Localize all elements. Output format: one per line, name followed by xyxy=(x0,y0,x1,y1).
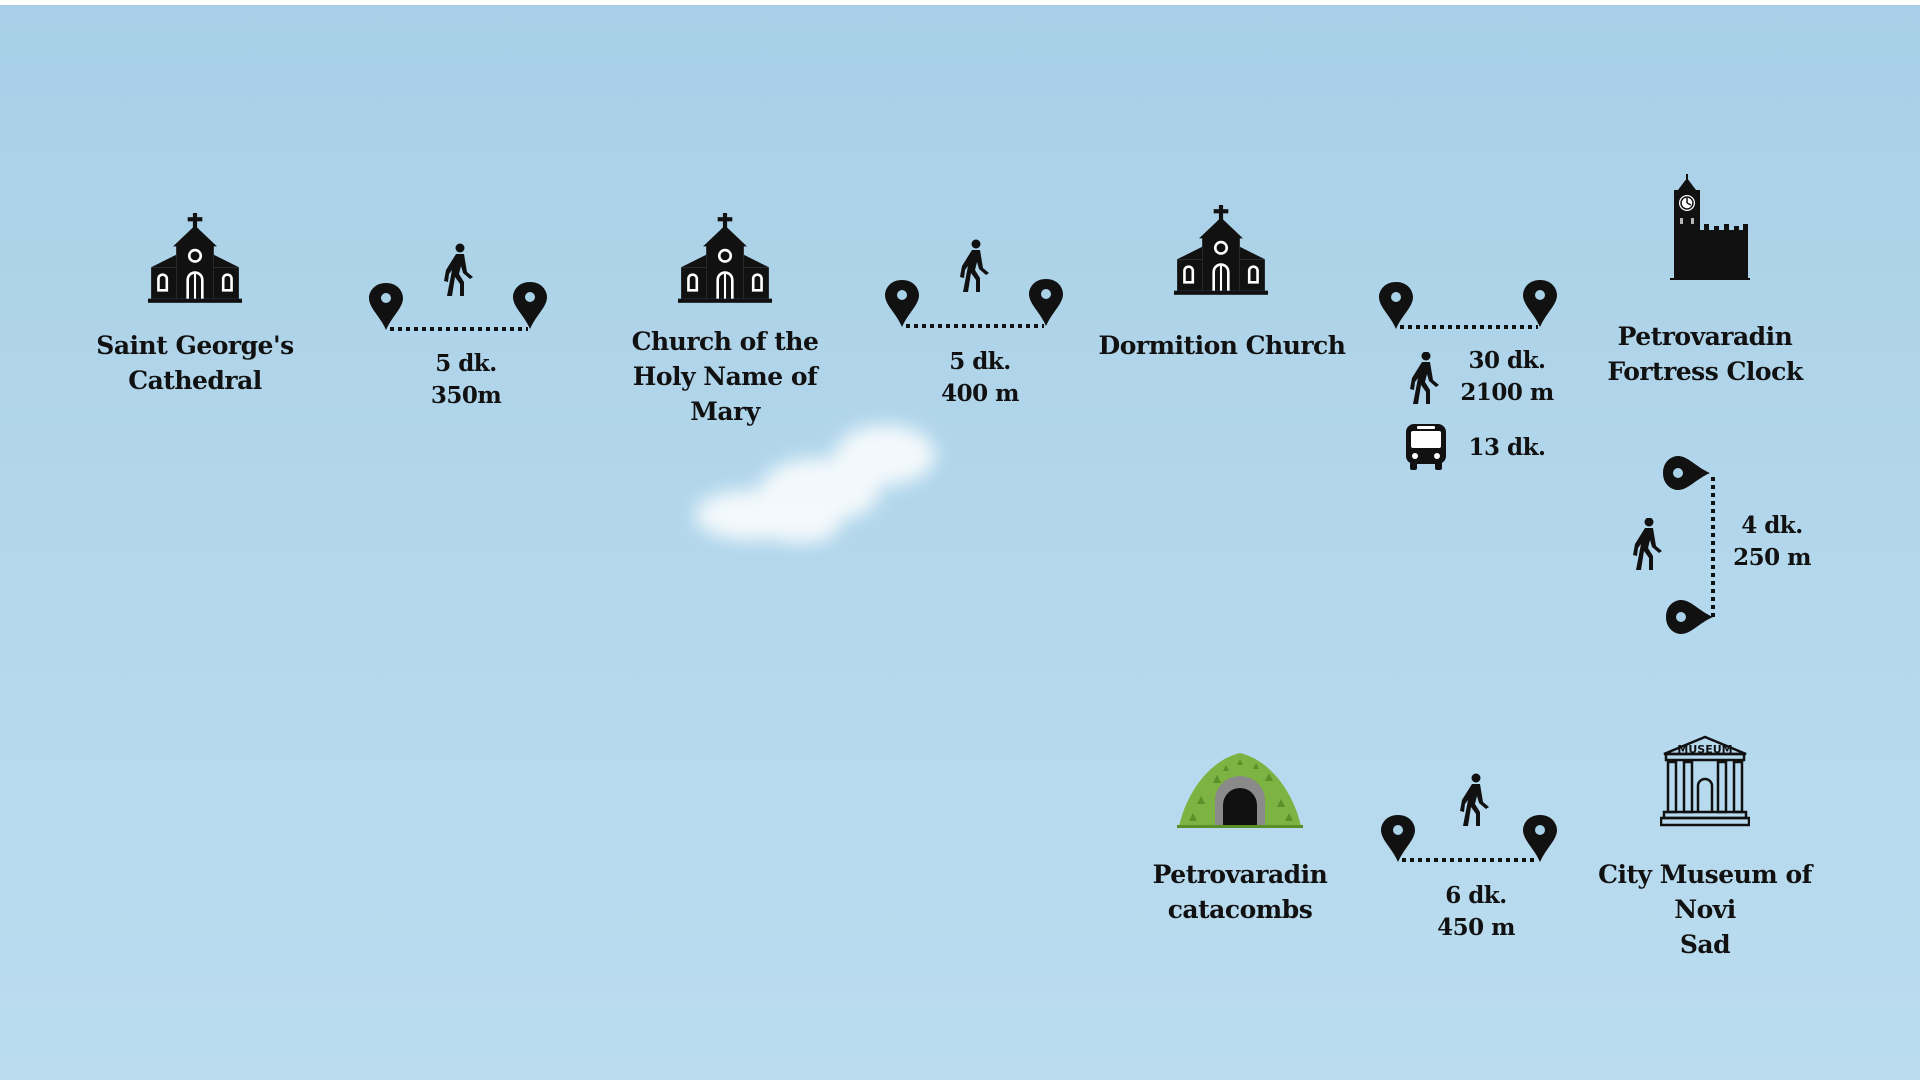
place-label-fortress-clock: Petrovaradin Fortress Clock xyxy=(1607,322,1803,386)
clock-tower-icon xyxy=(1670,174,1750,280)
route-3-pins xyxy=(1379,280,1557,329)
place-label-saint-george: Saint George's Cathedral xyxy=(96,331,294,395)
church-icon-holy-name xyxy=(678,213,772,303)
route-3-bus-time: 13 dk. xyxy=(1468,434,1546,461)
map-pin-icon xyxy=(1663,456,1710,490)
route-1-distance: 5 dk. 350m xyxy=(430,350,502,409)
map-pin-icon xyxy=(885,280,919,327)
route-3-walk-distance: 30 dk. 2100 m xyxy=(1460,347,1554,406)
walking-person-icon xyxy=(444,243,473,296)
place-label-holy-name: Church of the Holy Name of Mary xyxy=(631,327,819,426)
museum-sign-text: MUSEUM xyxy=(1677,743,1732,756)
map-pin-icon xyxy=(1523,815,1557,862)
map-pin-icon xyxy=(1666,600,1713,634)
map-pin-icon xyxy=(513,282,547,329)
walking-route-1 xyxy=(369,243,547,331)
map-pin-icon xyxy=(369,283,403,330)
church-icon-saint-george xyxy=(148,213,242,303)
walking-person-icon xyxy=(1633,518,1662,570)
catacomb-hill-icon xyxy=(1177,753,1303,828)
bus-icon xyxy=(1406,424,1446,470)
walking-route-2 xyxy=(885,239,1063,328)
walking-person-icon xyxy=(1410,352,1439,404)
museum-icon: MUSEUM xyxy=(1660,735,1750,827)
walking-person-icon xyxy=(960,239,989,292)
map-pin-icon xyxy=(1381,815,1415,862)
map-pin-icon xyxy=(1523,280,1557,327)
map-pin-icon xyxy=(1379,282,1413,329)
place-label-catacombs: Petrovaradin catacombs xyxy=(1152,860,1328,924)
route-4-distance: 4 dk. 250 m xyxy=(1733,512,1811,571)
route-2-distance: 5 dk. 400 m xyxy=(941,348,1019,407)
route-5-distance: 6 dk. 450 m xyxy=(1437,882,1515,941)
walking-route-5 xyxy=(1381,773,1557,862)
place-label-city-museum: City Museum of Novi Sad xyxy=(1598,860,1812,959)
walking-person-icon xyxy=(1460,773,1489,826)
cloud-decoration xyxy=(695,425,935,543)
map-pin-icon xyxy=(1029,279,1063,326)
place-label-dormition: Dormition Church xyxy=(1098,331,1346,360)
walking-route-4-pins xyxy=(1663,456,1715,634)
church-icon-dormition xyxy=(1174,205,1268,295)
